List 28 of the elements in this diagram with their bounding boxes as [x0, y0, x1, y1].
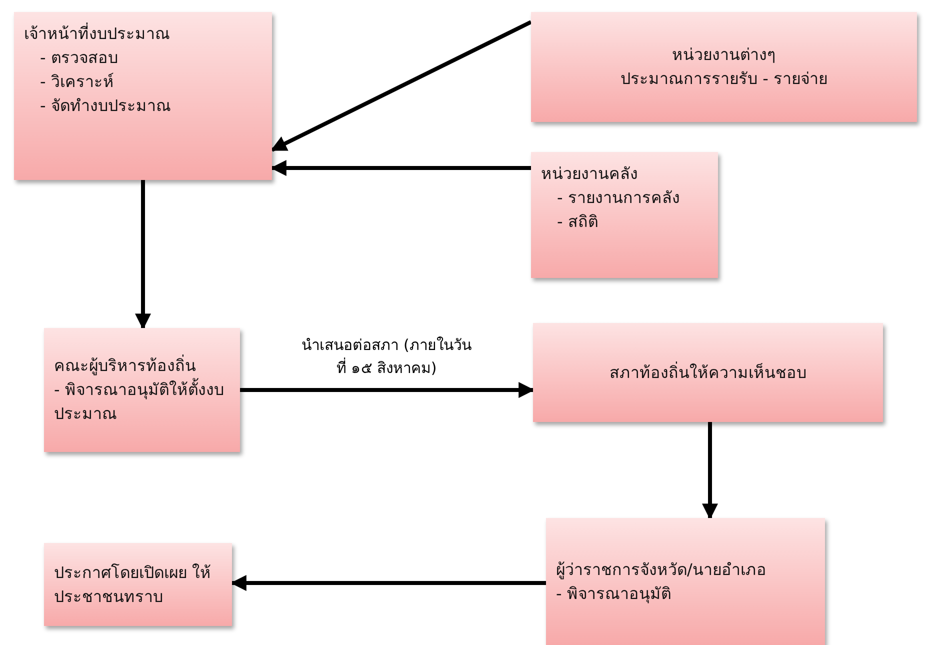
- arrow: [270, 20, 532, 152]
- box-heading: ประกาศโดยเปิดเผย ให้ประชาชนทราบ: [54, 562, 212, 608]
- process-box: [44, 328, 240, 452]
- box-text: - วิเคราะห์: [39, 71, 115, 93]
- process-box: [14, 12, 272, 180]
- box-heading: หน่วยงานต่างๆ: [672, 44, 776, 66]
- box-heading: หน่วยงานคลัง: [541, 163, 639, 185]
- process-box: [44, 543, 232, 626]
- process-box: [546, 518, 825, 645]
- arrow: [240, 382, 535, 398]
- box-heading: สภาท้องถิ่นให้ความเห็นชอบ: [610, 360, 806, 384]
- arrow: [135, 180, 151, 330]
- process-box: [531, 152, 718, 278]
- box-text: - รายงานการคลัง: [556, 187, 681, 209]
- process-box: [533, 323, 883, 422]
- box-text: - ตรวจสอบ: [39, 47, 119, 69]
- box-text: - พิจารณาอนุมัติ: [556, 582, 672, 606]
- arrow: [702, 422, 718, 520]
- arrow: [230, 575, 546, 591]
- box-text: - สถิติ: [556, 211, 599, 233]
- box-heading: เจ้าหน้าที่งบประมาณ: [24, 22, 171, 45]
- box-text: - พิจารณาอนุมัติให้ตั้งงบประมาณ: [54, 378, 225, 425]
- arrow: [270, 160, 531, 176]
- process-box: [531, 12, 917, 122]
- box-heading: ผู้ว่าราชการจังหวัด/นายอำเภอ: [556, 558, 768, 582]
- box-text: - จัดทำงบประมาณ: [39, 95, 172, 117]
- box-text: ประมาณการรายรับ - รายจ่าย: [620, 68, 828, 90]
- box-heading: คณะผู้บริหารท้องถิ่น: [54, 354, 197, 378]
